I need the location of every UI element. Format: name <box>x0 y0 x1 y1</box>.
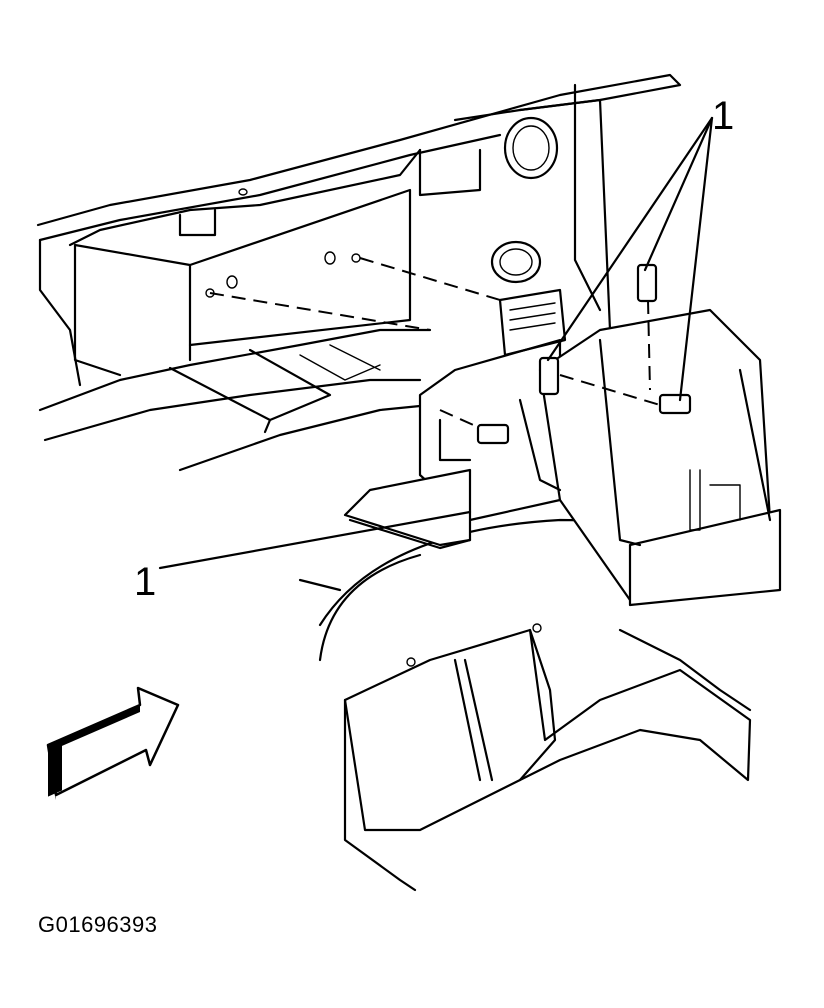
mounting-bracket <box>343 288 782 607</box>
lower-trim <box>343 628 752 892</box>
bolt-icon <box>476 423 510 445</box>
grommet-lower <box>490 240 542 284</box>
bolt-icon <box>636 263 658 303</box>
alignment-lines <box>209 257 661 429</box>
callout-leaders <box>158 116 714 570</box>
cowl-panel <box>36 73 682 387</box>
module-front-face <box>628 508 782 607</box>
bolt-icon <box>658 393 692 415</box>
fasteners <box>476 263 692 445</box>
callout-label: 1 <box>134 560 157 604</box>
bolt-icon <box>538 356 560 396</box>
direction-arrow-icon <box>46 686 180 800</box>
figure-id: G01696393 <box>38 912 158 937</box>
plenum-box <box>73 188 412 377</box>
callout-label: 1 <box>712 94 735 138</box>
floor-rails <box>38 328 432 472</box>
